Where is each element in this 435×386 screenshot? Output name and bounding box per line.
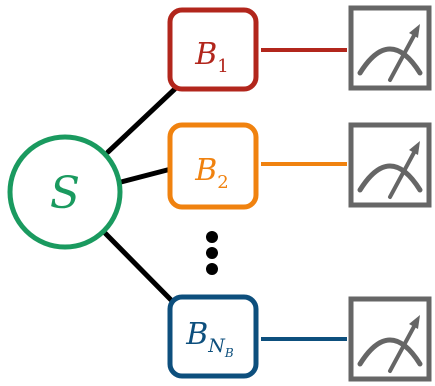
meter-1-arrowhead — [409, 24, 420, 38]
meter-icon — [357, 163, 423, 193]
branch-2: B2 — [167, 122, 347, 210]
meter-1-needle — [388, 28, 419, 82]
branch-2-label: B2 — [194, 153, 229, 193]
ellipsis-dot — [206, 263, 218, 275]
meter-3-needle — [388, 319, 419, 373]
connector-s-b1 — [105, 83, 181, 155]
connector-s-b2 — [118, 166, 174, 185]
meter-2 — [348, 122, 432, 208]
branch-nb-subscript: N — [207, 335, 226, 357]
ellipsis-dots — [206, 231, 218, 275]
meter-icon — [357, 337, 423, 367]
branch-nb-subsubscript: B — [224, 346, 234, 360]
meter-3-frame — [348, 296, 432, 382]
branch-nb: BNB — [167, 294, 347, 379]
branch-1-symbol: B — [194, 37, 217, 72]
meter-1 — [348, 5, 432, 91]
branch-nb-label: BNB — [185, 317, 234, 360]
source-circle — [7, 134, 123, 250]
branch-1-subscript: 1 — [217, 56, 228, 77]
branch-2-symbol: B — [194, 153, 217, 188]
meter-2-needle — [388, 145, 419, 199]
meter-icon — [357, 46, 423, 76]
ellipsis-dot — [206, 231, 218, 243]
branch-nb-box — [167, 294, 259, 379]
connector-s-bnb — [102, 230, 178, 307]
meter-2-arrowhead — [409, 141, 420, 155]
meter-3 — [348, 296, 432, 382]
ellipsis-dot — [206, 247, 218, 259]
source-label: S — [50, 168, 80, 219]
branch-nb-symbol: B — [185, 317, 208, 352]
branch-1-box — [167, 7, 259, 92]
branch-1-label: B1 — [194, 37, 229, 77]
meter-3-arrowhead — [409, 315, 420, 329]
branch-1: B1 — [167, 7, 347, 92]
branch-2-subscript: 2 — [217, 172, 228, 193]
branch-2-box — [167, 122, 259, 210]
source-node: S — [7, 134, 123, 250]
